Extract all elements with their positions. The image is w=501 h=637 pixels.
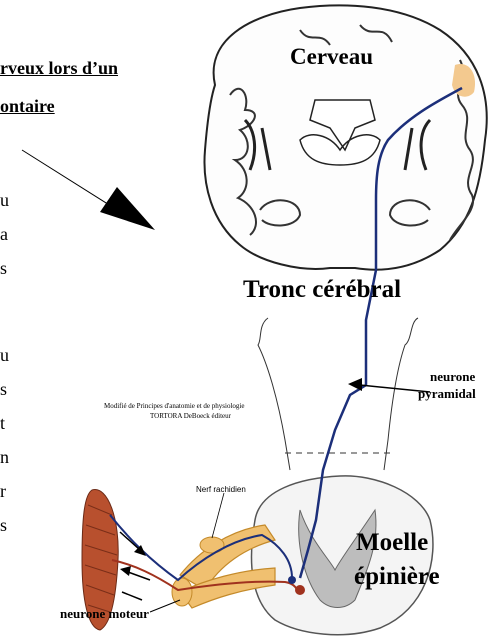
motor-neuron-soma [295, 585, 305, 595]
motor-neuron-label: neurone moteur [60, 606, 149, 622]
nerve-label: Nerf rachidien [196, 485, 246, 494]
blue-synapse [288, 576, 296, 584]
text-fragment-8: r [0, 481, 6, 502]
pyramidal-label-line-1: neurone [430, 369, 475, 385]
afferent-arrow [120, 532, 140, 550]
text-fragment-2: a [0, 224, 8, 245]
spinal-cord-label-line-2: épinière [354, 563, 440, 591]
spinal-cord-label-line-1: Moelle [356, 529, 428, 557]
text-fragment-4: u [0, 345, 9, 366]
pointer-arrow-head [100, 187, 155, 230]
text-fragment-1: u [0, 190, 9, 211]
brainstem-outline [258, 318, 418, 470]
brain-label: Cerveau [290, 44, 373, 70]
nerve-label-pointer [212, 493, 224, 538]
efferent-arrow-2 [122, 592, 142, 600]
credit-line-2: TORTORA DeBoeck éditeur [150, 412, 231, 420]
spinal-ganglion [200, 537, 224, 553]
heading-line-2: ontaire [0, 96, 55, 117]
brainstem-label: Tronc cérébral [243, 276, 401, 304]
heading-line-1: rveux lors d’un [0, 58, 118, 79]
pyramidal-label-arrow-head [348, 378, 362, 391]
pyramidal-label-line-2: pyramidal [418, 386, 476, 402]
credit-line-1: Modifié de Principes d'anatomie et de ph… [104, 402, 244, 410]
efferent-arrow-head [120, 566, 131, 576]
text-fragment-3: s [0, 258, 7, 279]
text-fragment-7: n [0, 447, 9, 468]
text-fragment-6: t [0, 413, 5, 434]
motor-label-pointer [150, 600, 180, 612]
text-fragment-9: s [0, 515, 7, 536]
text-fragment-5: s [0, 379, 7, 400]
